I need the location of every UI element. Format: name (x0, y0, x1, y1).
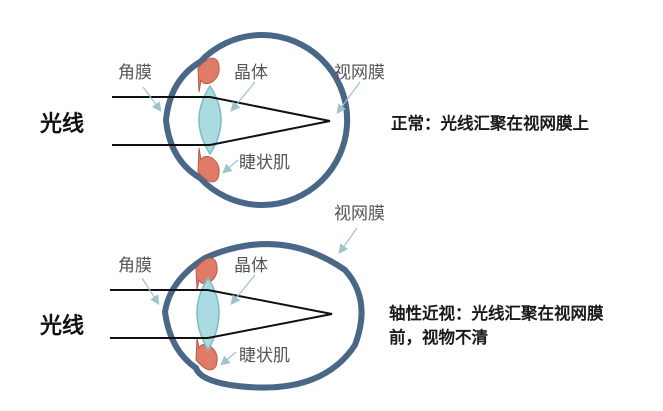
lens (196, 276, 220, 352)
light-rays-label-top: 光线 (40, 112, 85, 137)
myopia-caption-line2: 前，视物不清 (389, 328, 488, 347)
ciliary-muscle-top (197, 57, 220, 93)
normal-vision-caption: 正常：光线汇聚在视网膜上 (391, 114, 589, 133)
retina-label-top: 视网膜 (334, 63, 385, 83)
myopia-caption-line1: 轴性近视：光线汇聚在视网膜 (389, 304, 604, 323)
lens-label-top: 晶体 (234, 63, 268, 83)
lens-label-bottom: 晶体 (234, 256, 268, 276)
ciliary-muscle-top (195, 257, 218, 291)
ciliary-label-top: 睫状肌 (239, 153, 290, 173)
normal-eye (112, 32, 361, 208)
myopic-eye (110, 227, 365, 391)
ciliary-muscle-bottom (195, 337, 218, 371)
retina-label-bottom: 视网膜 (334, 204, 385, 224)
light-rays-label-bottom: 光线 (40, 314, 85, 339)
myopia-caption: 轴性近视：光线汇聚在视网膜 前，视物不清 (389, 302, 604, 350)
ciliary-muscle-bottom (197, 147, 220, 183)
lens (198, 84, 222, 156)
ciliary-label-bottom: 睫状肌 (239, 346, 290, 366)
cornea-label-bottom: 角膜 (118, 256, 152, 276)
cornea-label-top: 角膜 (118, 63, 152, 83)
